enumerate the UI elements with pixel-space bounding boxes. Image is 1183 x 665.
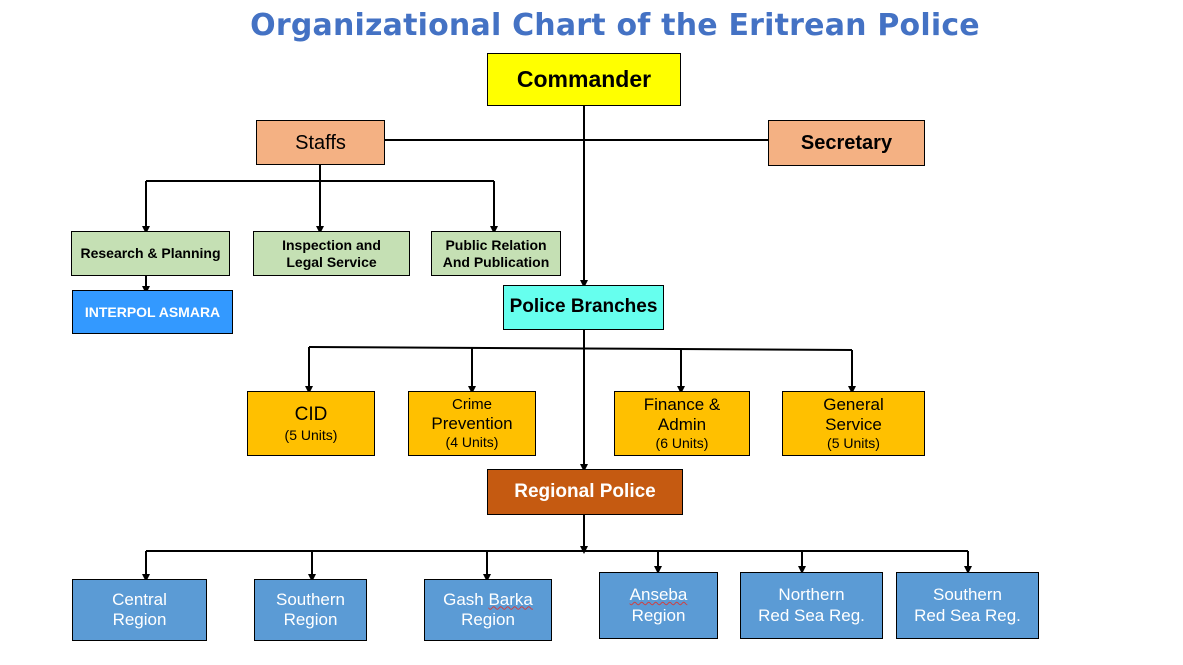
- regional-police-label: Regional Police: [514, 480, 656, 502]
- commander-box: Commander: [487, 53, 681, 106]
- staffs-label: Staffs: [295, 131, 346, 154]
- research-planning-box: Research & Planning: [71, 231, 230, 276]
- staffs-box: Staffs: [256, 120, 385, 165]
- southern-red-sea-label-line1: Southern: [933, 585, 1002, 605]
- interpol-asmara-box: INTERPOL ASMARA: [72, 290, 233, 334]
- crime-prevention-box: Crime Prevention (4 Units): [408, 391, 536, 456]
- gash-barka-region-box: Gash Barka Region: [424, 579, 552, 641]
- police-branches-box: Police Branches: [503, 285, 664, 330]
- central-region-label-line2: Region: [112, 610, 167, 629]
- commander-label: Commander: [516, 65, 652, 92]
- barka-word: Barka: [488, 589, 533, 609]
- northern-red-sea-label-line1: Northern: [778, 585, 845, 605]
- finance-label-line2: Admin: [657, 415, 707, 435]
- northern-red-sea-label-line2: Red Sea Reg.: [758, 605, 865, 625]
- anseba-label-line2: Region: [631, 605, 686, 625]
- interpol-asmara-label: INTERPOL ASMARA: [84, 303, 221, 320]
- chart-title: Organizational Chart of the Eritrean Pol…: [250, 8, 980, 43]
- branches-bus-connector: [308, 346, 853, 351]
- crime-prevention-label-line2: Prevention: [431, 413, 513, 433]
- northern-red-sea-box: Northern Red Sea Reg.: [740, 572, 883, 639]
- cid-box: CID (5 Units): [247, 391, 375, 456]
- crime-prevention-label-line1: Crime: [452, 395, 492, 413]
- inspection-label-line2: Legal Service: [286, 253, 377, 270]
- southern-region-label-line2: Region: [283, 610, 338, 629]
- public-relation-label-line2: And Publication: [442, 253, 550, 270]
- cid-units: (5 Units): [284, 426, 338, 443]
- anseba-label-line1: Anseba: [629, 585, 688, 605]
- cid-label: CID: [294, 403, 328, 425]
- southern-red-sea-label-line2: Red Sea Reg.: [914, 605, 1021, 625]
- general-service-label-line1: General: [823, 394, 884, 414]
- public-relation-box: Public Relation And Publication: [431, 231, 561, 276]
- anseba-region-box: Anseba Region: [599, 572, 718, 639]
- southern-region-label-line1: Southern: [276, 589, 345, 609]
- police-branches-label: Police Branches: [509, 296, 658, 318]
- secretary-label: Secretary: [800, 132, 893, 154]
- general-service-box: General Service (5 Units): [782, 391, 925, 456]
- regional-police-box: Regional Police: [487, 469, 683, 515]
- research-planning-label: Research & Planning: [80, 245, 221, 262]
- inspection-label-line1: Inspection and: [282, 236, 381, 253]
- finance-admin-box: Finance & Admin (6 Units): [614, 391, 750, 456]
- central-region-box: Central Region: [72, 579, 207, 641]
- inspection-legal-box: Inspection and Legal Service: [253, 231, 410, 276]
- finance-label-line1: Finance &: [643, 394, 721, 414]
- southern-region-box: Southern Region: [254, 579, 367, 641]
- finance-units: (6 Units): [655, 435, 709, 452]
- gash-barka-label-line1: Gash Barka: [443, 590, 533, 610]
- southern-red-sea-box: Southern Red Sea Reg.: [896, 572, 1039, 639]
- central-region-label-line1: Central: [112, 589, 167, 609]
- general-service-label-line2: Service: [825, 415, 882, 435]
- crime-prevention-units: (4 Units): [445, 434, 499, 451]
- general-service-units: (5 Units): [827, 435, 880, 452]
- gash-word: Gash: [443, 589, 484, 609]
- secretary-box: Secretary: [768, 120, 925, 166]
- public-relation-label-line1: Public Relation: [445, 236, 547, 253]
- gash-barka-label-line2: Region: [461, 610, 515, 629]
